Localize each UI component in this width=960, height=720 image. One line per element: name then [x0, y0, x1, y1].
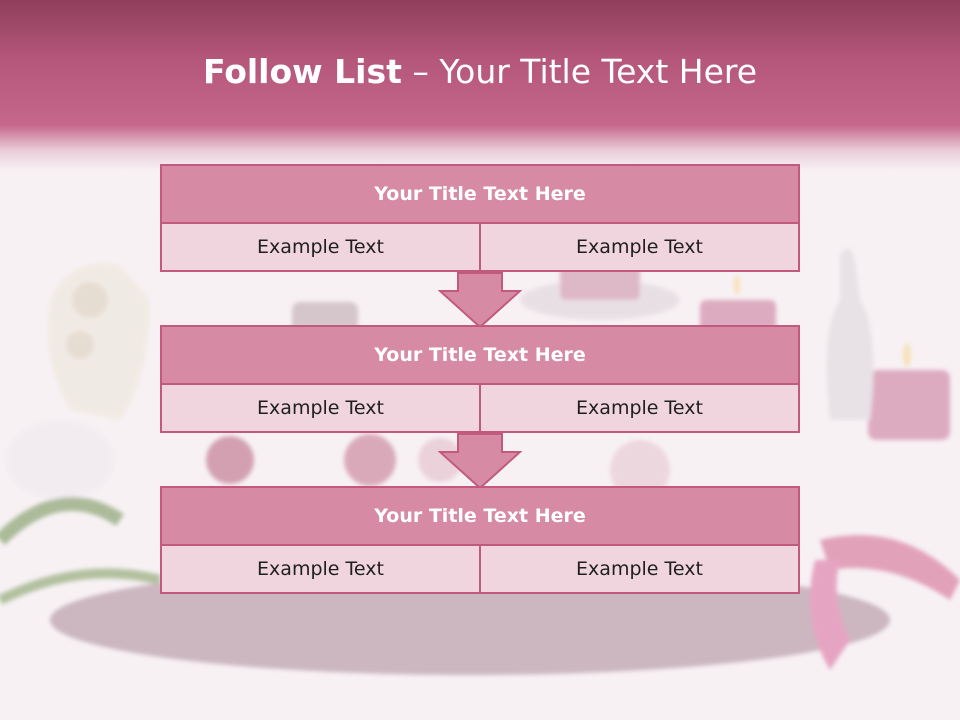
step-title: Your Title Text Here [162, 488, 798, 546]
step-row: Example Text Example Text [162, 546, 798, 592]
slide-title: Follow List – Your Title Text Here [0, 52, 960, 91]
step-row: Example Text Example Text [162, 224, 798, 270]
step-box-2: Your Title Text Here Example Text Exampl… [160, 325, 800, 433]
down-arrow-icon [438, 272, 522, 329]
step-text-left: Example Text [162, 546, 479, 592]
step-text-left: Example Text [162, 385, 479, 431]
slide-title-bold: Follow List [202, 52, 402, 91]
slide-title-subtitle: – Your Title Text Here [401, 52, 758, 91]
header-band [0, 0, 960, 170]
step-box-1: Your Title Text Here Example Text Exampl… [160, 164, 800, 272]
jar [292, 302, 358, 332]
step-box-3: Your Title Text Here Example Text Exampl… [160, 486, 800, 594]
step-text-right: Example Text [479, 224, 798, 270]
perfume-bottle [826, 248, 874, 420]
down-arrow-icon [438, 433, 522, 490]
step-text-right: Example Text [479, 385, 798, 431]
shell [5, 420, 115, 500]
flower [344, 434, 396, 486]
step-text-right: Example Text [479, 546, 798, 592]
step-text-left: Example Text [162, 224, 479, 270]
step-row: Example Text Example Text [162, 385, 798, 431]
step-title: Your Title Text Here [162, 166, 798, 224]
step-title: Your Title Text Here [162, 327, 798, 385]
